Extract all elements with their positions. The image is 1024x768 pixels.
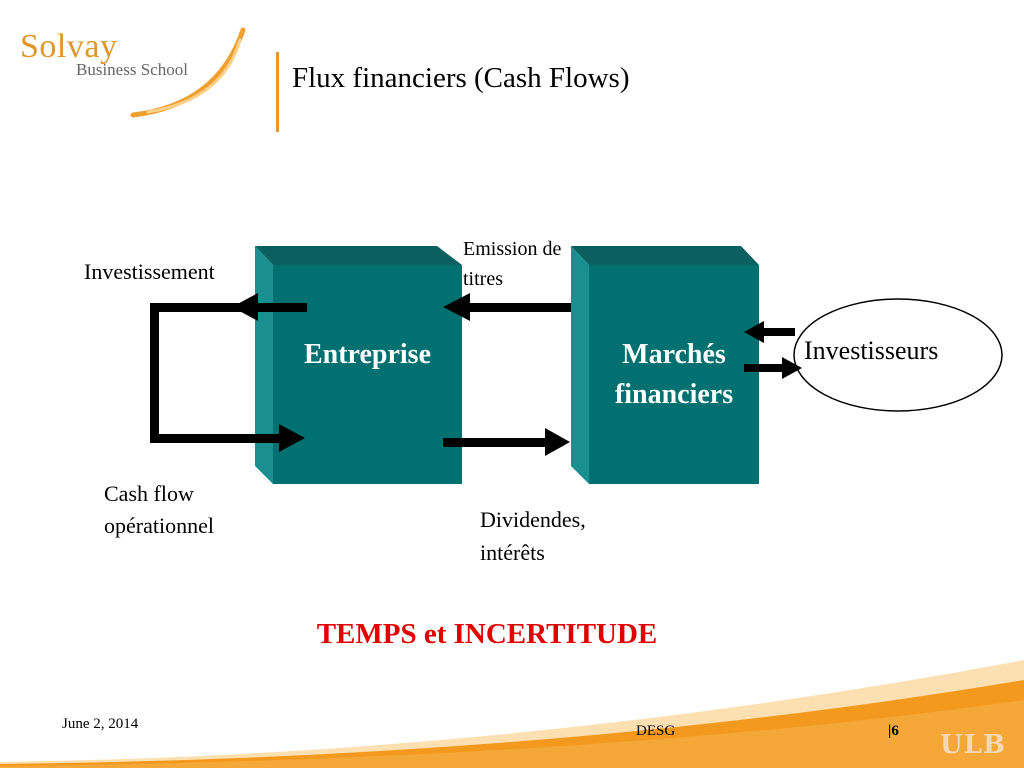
cashflow-label-line2: opérationnel [104,513,214,538]
investment-arrow [232,293,307,321]
footer-org: DESG [636,723,676,739]
emission-arrow [443,293,571,321]
page-number: |6 [888,723,899,739]
dividends-label-line1: Dividendes, [480,507,586,532]
investment-label: Investissement [84,259,215,284]
dividends-label-line2: intérêts [480,540,545,565]
investors-ellipse [793,298,1003,412]
reinvestment-loop [150,303,305,452]
ulb-logo: ULB [940,730,1006,760]
marches-box [571,246,759,484]
cashflow-label-line1: Cash flow [104,481,194,506]
dividends-arrow [443,428,570,456]
page-number-value: 6 [891,723,899,739]
entreprise-label: Entreprise [303,339,432,370]
emission-label-line1: Emission de [463,238,562,260]
solvay-logo [130,27,246,118]
slide-title: Flux financiers (Cash Flows) [292,62,630,94]
emission-label-line2: titres [463,268,503,290]
investors-label: Investisseurs [804,336,939,365]
title-accent-bar [276,52,279,132]
investors-to-markets-arrow [744,321,795,343]
marches-label-line2: financiers [614,379,734,410]
markets-to-investors-arrow [744,357,802,379]
emphasis-text: TEMPS et INCERTITUDE [316,618,658,650]
logo-title: Solvay [20,28,118,65]
marches-label-line1: Marchés [622,339,726,370]
footer-date: June 2, 2014 [62,716,139,732]
logo-subtitle: Business School [76,60,188,79]
footer-swoosh [0,660,1024,768]
